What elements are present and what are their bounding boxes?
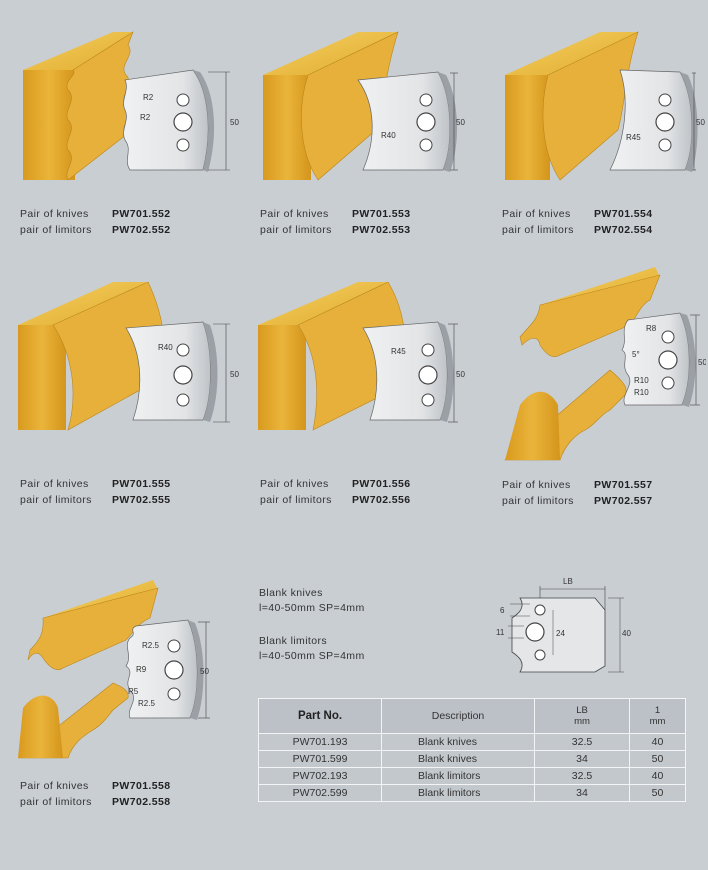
table-row: PW701.599 Blank knives 34 50	[258, 750, 686, 768]
cell-l: 40	[629, 733, 686, 751]
radius-label: R8	[646, 324, 657, 333]
header-description: Description	[381, 698, 535, 734]
radius-label: R10	[634, 376, 649, 385]
cell-l: 50	[629, 750, 686, 768]
limitor-code: PW702.553	[352, 224, 411, 236]
knife-code: PW701.557	[594, 479, 653, 491]
radius-label: R2.5	[138, 699, 155, 708]
profile-illustration: 50 R40	[18, 281, 239, 431]
radius-label: R45	[626, 133, 641, 142]
profile-illustration: 50 R2.5 R9 R5 R2.5	[18, 580, 210, 759]
height-label: 50	[456, 370, 465, 379]
profile-illustration: 50 R45	[258, 281, 465, 431]
height-label: 50	[230, 370, 239, 379]
limitor-code: PW702.557	[594, 495, 653, 507]
height-label: 50	[200, 667, 209, 676]
blank-knives-spec: l=40-50mm SP=4mm	[259, 602, 365, 614]
profile-illustration: 50 R40	[263, 31, 465, 181]
cell-part: PW702.193	[258, 767, 382, 785]
blank-limitors-spec: l=40-50mm SP=4mm	[259, 650, 365, 662]
blank-description: Blank knives l=40-50mm SP=4mm Blank limi…	[259, 586, 365, 664]
cell-desc: Blank limitors	[381, 784, 535, 802]
radius-label: R2	[143, 93, 154, 102]
angle-label: 5°	[632, 350, 640, 359]
lb-label: LB	[563, 577, 573, 586]
height-label: 50	[230, 118, 239, 127]
profile-illustration: 50 R8 5° R10 R10	[504, 267, 706, 461]
height-label: 50	[698, 358, 706, 367]
radius-label: R2	[140, 113, 151, 122]
header-part-no: Part No.	[258, 698, 382, 734]
knife-code: PW701.554	[594, 208, 653, 220]
radius-label: R40	[158, 343, 173, 352]
radius-label: R5	[128, 687, 139, 696]
limitor-code: PW702.554	[594, 224, 653, 236]
height-label: 50	[696, 118, 705, 127]
blank-dimension-diagram: LB 6 11 24 40	[496, 577, 631, 673]
cell-lb: 32.5	[534, 733, 630, 751]
height-label: 50	[456, 118, 465, 127]
cell-l: 40	[629, 767, 686, 785]
table-row: PW702.193 Blank limitors 32.5 40	[258, 767, 686, 785]
radius-label: R9	[136, 665, 147, 674]
radius-label: R2.5	[142, 641, 159, 650]
limitor-code: PW702.555	[112, 494, 171, 506]
knife-code: PW701.556	[352, 478, 411, 490]
cell-part: PW702.599	[258, 784, 382, 802]
limitor-code: PW702.558	[112, 796, 171, 808]
cell-lb: 34	[534, 784, 630, 802]
radius-label: R40	[381, 131, 396, 140]
table-row: PW701.193 Blank knives 32.5 40	[258, 733, 686, 751]
cell-desc: Blank knives	[381, 733, 535, 751]
knife-code: PW701.555	[112, 478, 171, 490]
dim-40-label: 40	[622, 629, 631, 638]
radius-label: R45	[391, 347, 406, 356]
cell-desc: Blank limitors	[381, 767, 535, 785]
cell-part: PW701.599	[258, 750, 382, 768]
cell-part: PW701.193	[258, 733, 382, 751]
profile-illustration: 50 R45	[505, 31, 705, 181]
limitor-code: PW702.552	[112, 224, 171, 236]
cell-desc: Blank knives	[381, 750, 535, 768]
cell-lb: 32.5	[534, 767, 630, 785]
limitor-code: PW702.556	[352, 494, 411, 506]
profile-illustration: 50 R2 R2	[23, 31, 239, 181]
blank-knives-title: Blank knives	[259, 587, 323, 599]
cell-lb: 34	[534, 750, 630, 768]
table-row: PW702.599 Blank limitors 34 50	[258, 784, 686, 802]
cell-l: 50	[629, 784, 686, 802]
dim-11-label: 11	[496, 628, 505, 637]
knife-code: PW701.558	[112, 780, 171, 792]
radius-label: R10	[634, 388, 649, 397]
dim-6-label: 6	[500, 606, 505, 615]
knife-code: PW701.552	[112, 208, 171, 220]
dim-24-label: 24	[556, 629, 565, 638]
blank-limitors-title: Blank limitors	[259, 635, 328, 647]
knife-code: PW701.553	[352, 208, 411, 220]
